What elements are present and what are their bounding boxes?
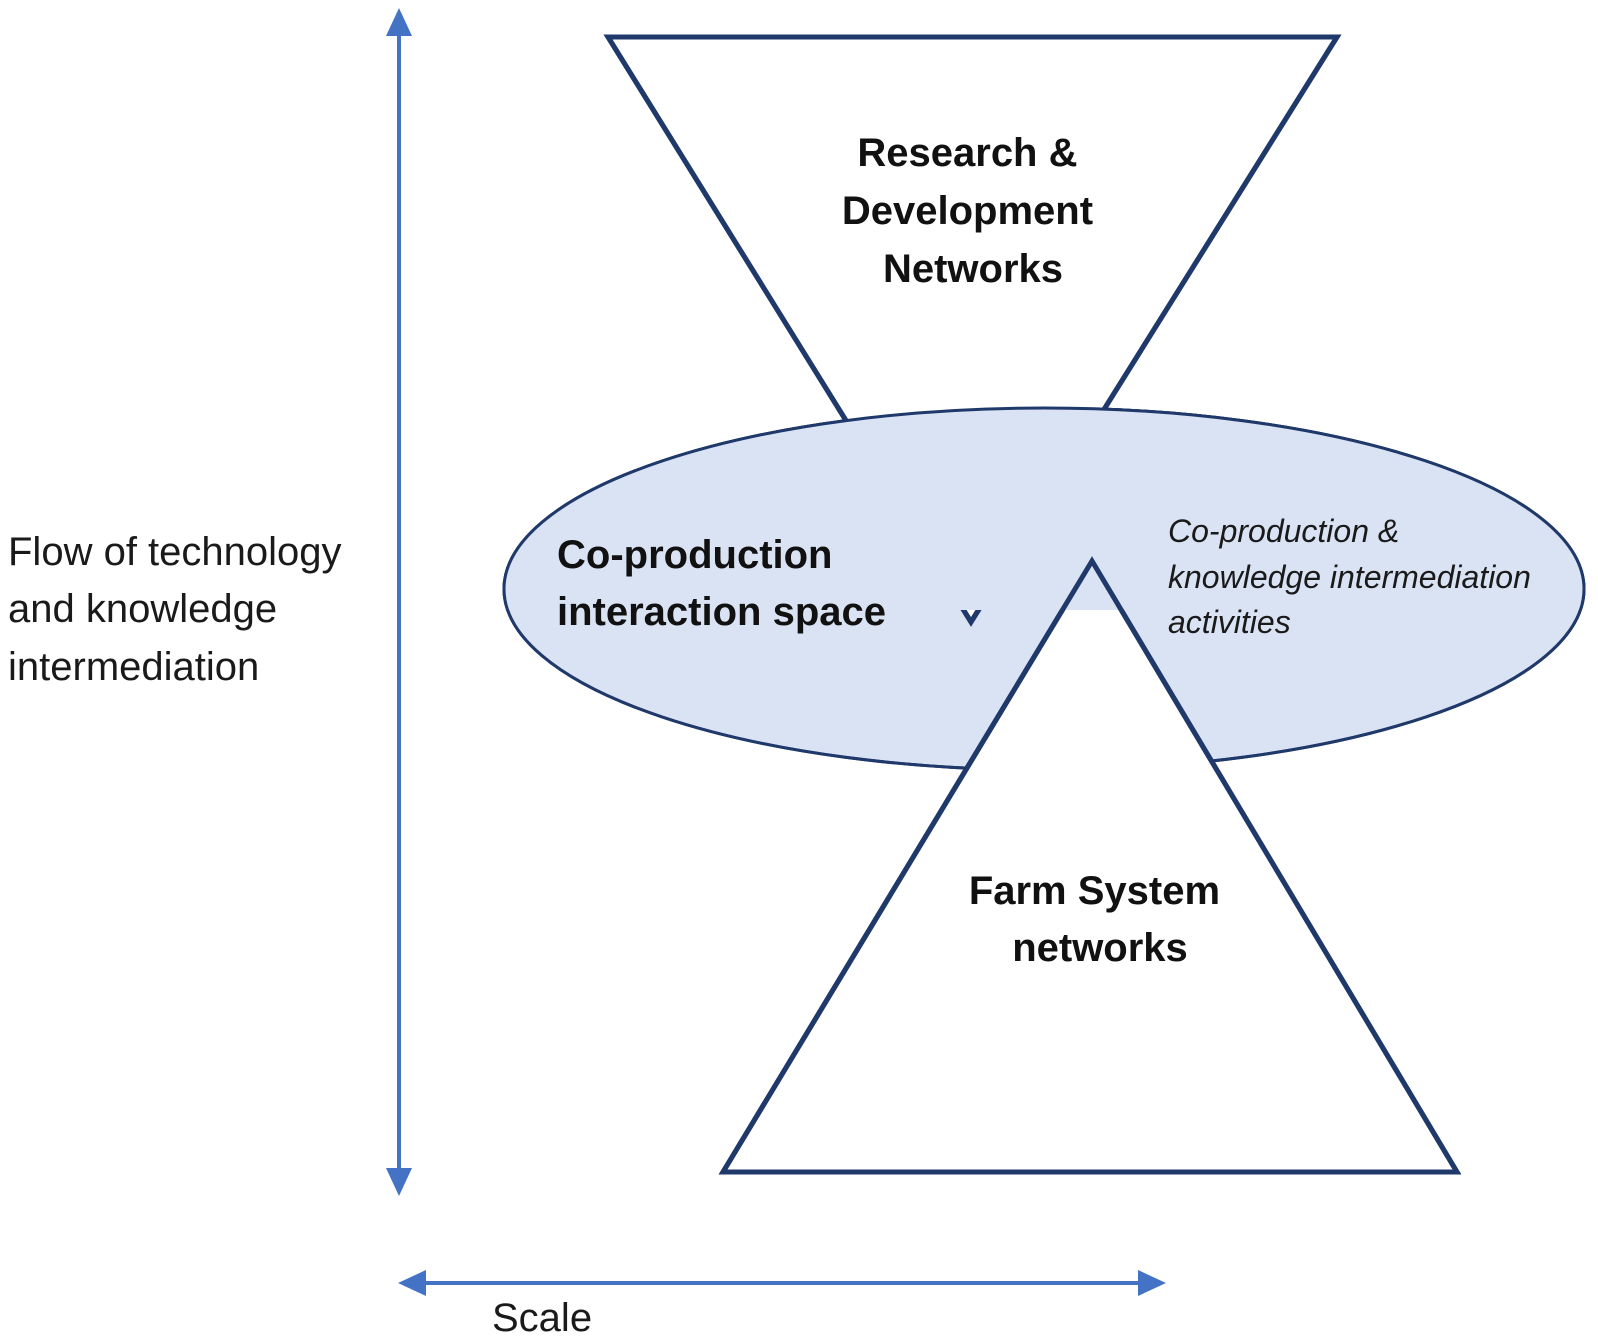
ellipse-overlap-fill bbox=[504, 408, 1584, 610]
coproduction-activities-label-line-2: knowledge intermediation bbox=[1168, 559, 1531, 595]
vertical-axis-label-line-3: intermediation bbox=[8, 645, 259, 689]
farm-system-label-line-2: networks bbox=[1012, 926, 1188, 970]
horizontal-axis-label: Scale bbox=[492, 1296, 592, 1337]
research-development-label-line-2: Development bbox=[842, 189, 1093, 233]
coproduction-space-label-line-2: interaction space bbox=[557, 590, 886, 634]
coproduction-activities-label-line-1: Co-production & bbox=[1168, 513, 1399, 549]
vertical-axis-label: Flow of technology and knowledge interme… bbox=[8, 530, 353, 689]
research-development-label: Research & Development Networks bbox=[842, 131, 1104, 291]
ellipse-overlap-outline bbox=[502, 406, 1586, 610]
coproduction-space-label: Co-production interaction space bbox=[557, 533, 886, 634]
coproduction-activities-label: Co-production & knowledge intermediation… bbox=[1168, 513, 1540, 640]
farm-system-label-line-1: Farm System bbox=[969, 869, 1220, 913]
coproduction-space-label-line-1: Co-production bbox=[557, 533, 833, 577]
farm-system-triangle-outline bbox=[718, 556, 1462, 1175]
coproduction-activities-label-line-3: activities bbox=[1168, 604, 1291, 640]
horizontal-scale-arrow bbox=[398, 1270, 1166, 1296]
horizontal-arrow-head-right bbox=[1138, 1270, 1166, 1296]
research-development-label-line-3: Networks bbox=[883, 247, 1063, 291]
vertical-arrow-head-up bbox=[386, 8, 412, 36]
vertical-flow-arrow bbox=[386, 8, 412, 1196]
vertical-arrow-head-down bbox=[386, 1168, 412, 1196]
research-development-label-line-1: Research & bbox=[857, 131, 1077, 175]
research-development-triangle-outline bbox=[603, 34, 1342, 627]
vertical-axis-label-line-2: and knowledge bbox=[8, 587, 277, 631]
farm-system-label: Farm System networks bbox=[969, 869, 1231, 970]
vertical-axis-label-line-1: Flow of technology bbox=[8, 530, 342, 574]
horizontal-arrow-head-left bbox=[398, 1270, 426, 1296]
